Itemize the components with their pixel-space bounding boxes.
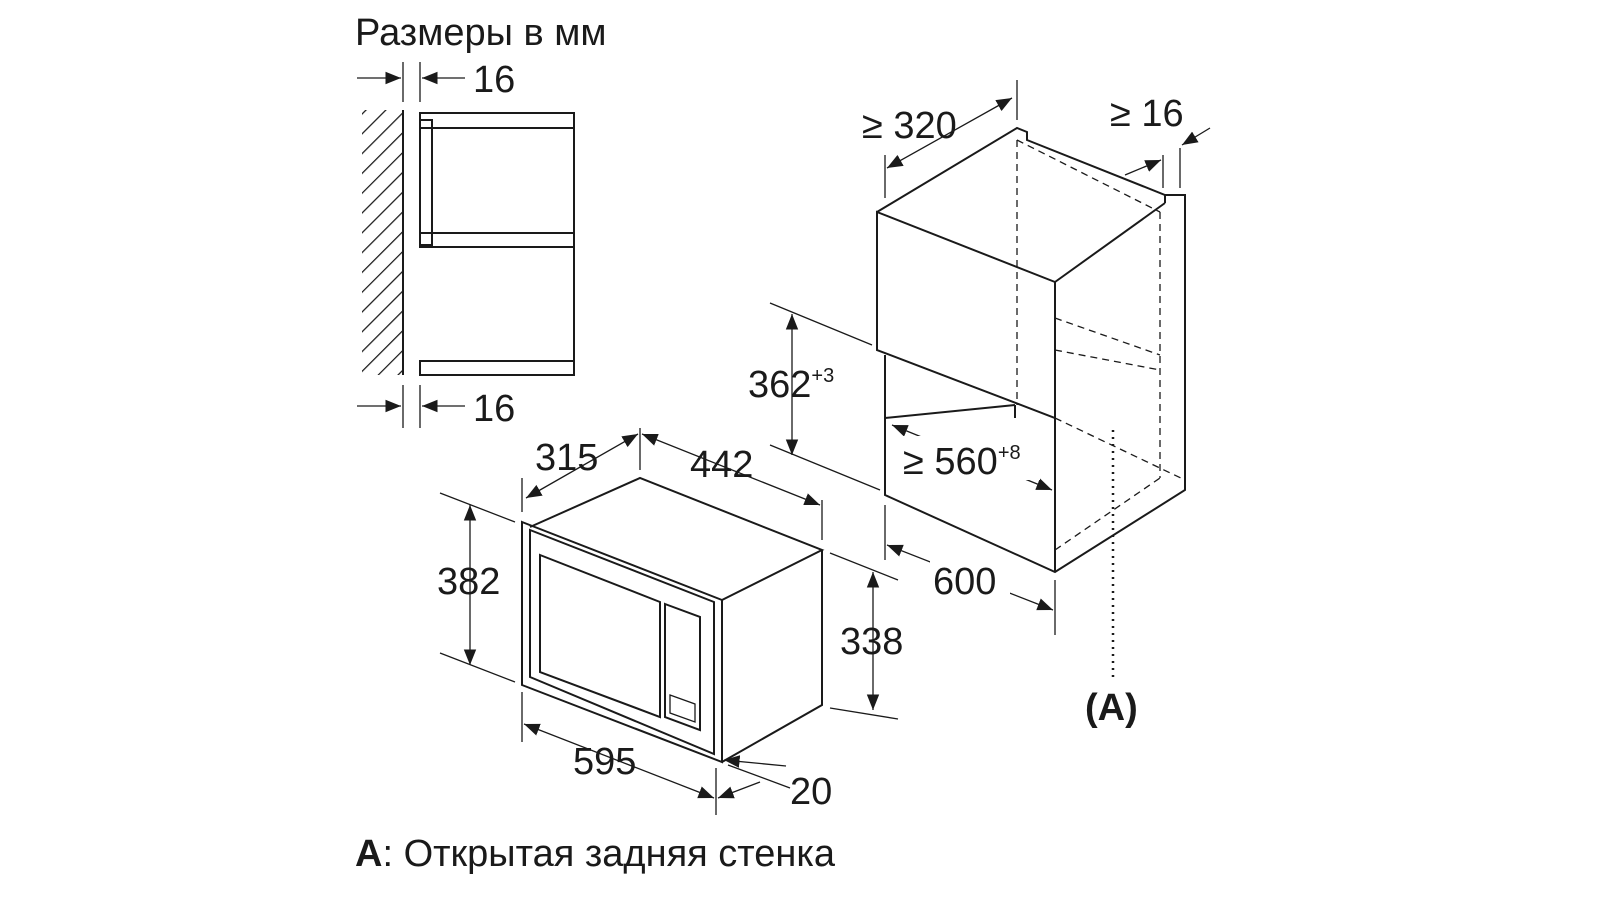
wall-hatch	[362, 110, 402, 375]
microwave-display	[669, 694, 696, 723]
side-view: 16 16	[357, 59, 575, 430]
appliance-front-edge	[419, 119, 433, 246]
dim-top-gap: 16	[473, 59, 515, 101]
cabinet-niche-drawing: ≥ 320 ≥ 16 362+3 ≥ 560+8 600 (A)	[748, 80, 1211, 729]
dim-cabinet-width: 600	[933, 561, 996, 603]
cabinet-top-panel	[419, 112, 575, 129]
microwave-window	[539, 553, 661, 719]
dim-depth: 315	[535, 437, 598, 479]
dim-min-depth: ≥ 320	[862, 105, 957, 147]
cabinet-shelf	[419, 232, 575, 248]
dim-min-rear-gap: ≥ 16	[1110, 93, 1184, 135]
cabinet-front-panel	[876, 210, 1056, 420]
dim-front-height: 382	[437, 561, 500, 603]
legend: A: Открытая задняя стенка	[355, 833, 836, 875]
dim-body-height: 338	[840, 621, 903, 663]
diagram-title: Размеры в мм	[355, 12, 606, 54]
dim-body-width: 442	[690, 444, 753, 486]
dim-niche-height: 362+3	[748, 364, 834, 406]
marker-a: (A)	[1085, 687, 1138, 729]
cabinet-bottom-panel	[419, 360, 575, 376]
dim-front-thickness: 20	[790, 771, 832, 813]
dim-niche-width: ≥ 560+8	[903, 441, 1021, 483]
dim-front-width: 595	[573, 741, 636, 783]
dim-bottom-gap: 16	[473, 388, 515, 430]
microwave-drawing: 315 442 382 338 595 20	[437, 428, 903, 815]
